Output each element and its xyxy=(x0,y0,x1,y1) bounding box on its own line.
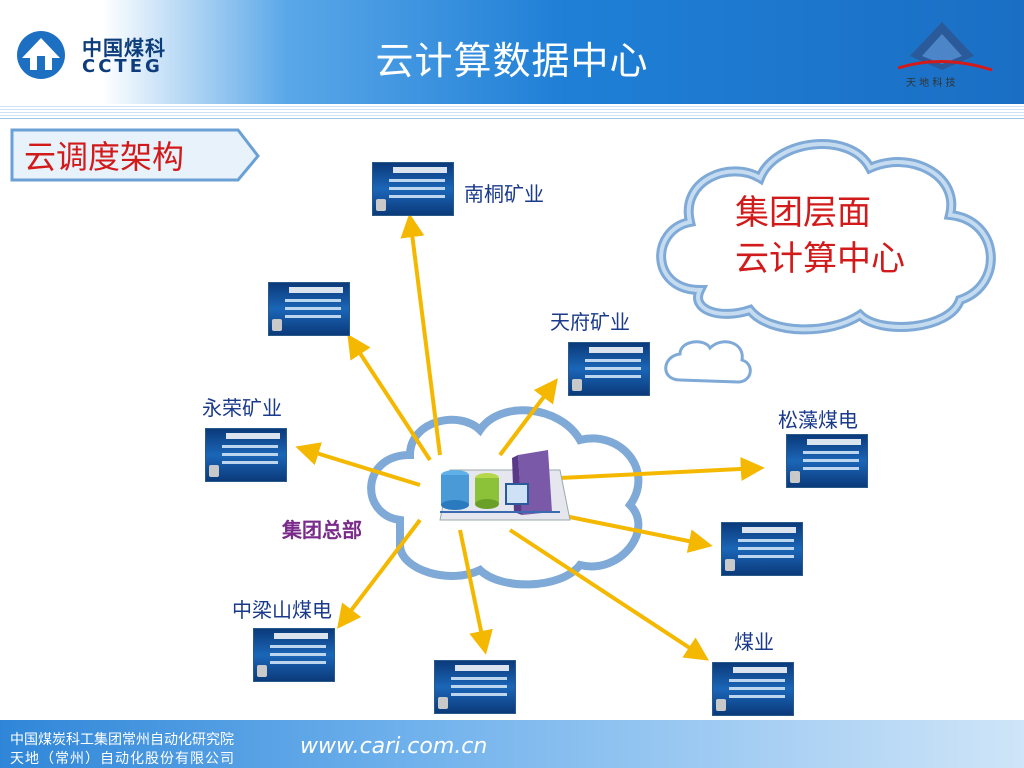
ccteg-logo: 中国煤科 CCTEG xyxy=(8,28,168,82)
arrow-to-nantong xyxy=(400,213,442,456)
footer-institute: 中国煤炭科工集团常州自动化研究院 xyxy=(10,732,234,748)
group-cloud-line1: 集团层面 xyxy=(735,193,871,233)
node-screen-yongrong xyxy=(205,428,287,482)
label-zhongliangshan: 中梁山煤电 xyxy=(232,598,332,622)
footer-company: 天地（常州）自动化股份有限公司 xyxy=(10,751,235,767)
arrow-to-zhongliangshan xyxy=(337,518,422,629)
section-tag-shape xyxy=(10,128,260,182)
label-yongrong: 永荣矿业 xyxy=(202,396,282,420)
header-bar xyxy=(0,0,1024,104)
section-tag: 云调度架构 xyxy=(10,126,260,184)
node-screen-top-left xyxy=(268,282,350,336)
footer-url-link[interactable]: www.cari.com.cn xyxy=(300,734,488,759)
node-screen-right-lower xyxy=(721,522,803,576)
diagram-canvas xyxy=(295,139,996,661)
label-nantong: 南桐矿业 xyxy=(464,182,544,206)
arrows xyxy=(295,213,765,661)
arrow-to-songzao xyxy=(559,456,765,481)
tiandi-logo-text: 天 地 科 技 xyxy=(906,76,956,89)
arrow-to-meiye xyxy=(508,528,710,661)
node-screen-zhongliangshan xyxy=(253,628,335,682)
label-tianfu: 天府矿业 xyxy=(550,310,630,334)
logo-cn-text: 中国煤科 xyxy=(82,36,166,60)
arrow-to-top-left xyxy=(347,333,432,462)
node-screen-nantong xyxy=(372,162,454,216)
group-cloud-shape xyxy=(656,139,996,335)
arrow-to-yongrong xyxy=(295,442,421,487)
node-screen-bottom-center xyxy=(434,660,516,714)
tiandi-logo-icon: 天 地 科 技 xyxy=(897,22,993,89)
label-hq: 集团总部 xyxy=(282,518,362,542)
arrow-to-right-lower xyxy=(544,510,713,553)
label-meiye: 煤业 xyxy=(734,630,774,654)
node-screen-songzao xyxy=(786,434,868,488)
ccteg-emblem-icon xyxy=(17,31,65,79)
hq-servers-icon xyxy=(439,450,571,521)
header-stripes xyxy=(0,104,1024,119)
footer-bar: 中国煤炭科工集团常州自动化研究院 天地（常州）自动化股份有限公司 www.car… xyxy=(0,720,1024,768)
group-cloud-line2: 云计算中心 xyxy=(735,239,905,279)
group-cloud-label: 集团层面 云计算中心 xyxy=(735,190,905,282)
logo-en-text: CCTEG xyxy=(82,56,163,77)
arrow-to-bottom-center xyxy=(458,529,493,655)
section-tag-label: 云调度架构 xyxy=(24,138,185,176)
page-title: 云计算数据中心 xyxy=(375,39,649,83)
arrow-to-tianfu xyxy=(498,378,558,457)
label-songzao: 松藻煤电 xyxy=(778,408,858,432)
node-screen-meiye xyxy=(712,662,794,716)
node-screen-tianfu xyxy=(568,342,650,396)
small-cloud-icon xyxy=(664,340,752,384)
